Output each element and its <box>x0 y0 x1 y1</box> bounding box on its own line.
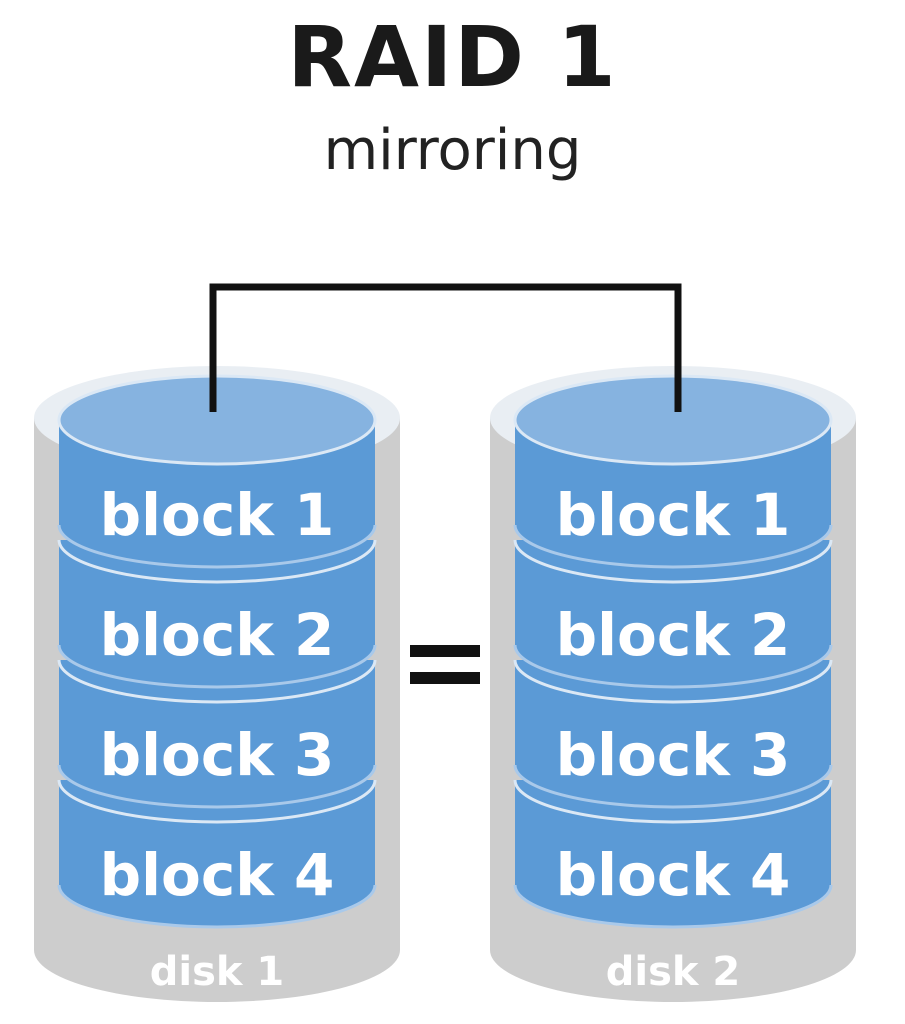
block-separator <box>513 659 833 704</box>
block-edge <box>57 644 377 689</box>
equals-bar <box>410 645 480 657</box>
disk-label: disk 1 <box>150 949 285 995</box>
block-separator <box>57 779 377 824</box>
disk-1: block 4 block 3 block 2 block 1 disk 1 <box>34 366 400 1002</box>
block-separator <box>57 539 377 584</box>
block-edge <box>57 884 377 929</box>
equals-sign <box>410 645 480 684</box>
block-label: block 4 <box>556 841 791 909</box>
block-edge <box>513 764 833 809</box>
block-label: block 3 <box>100 721 335 789</box>
disk-2: block 4 block 3 block 2 block 1 disk 2 <box>490 366 856 1002</box>
disk-top-cap <box>57 374 377 466</box>
block-separator <box>513 539 833 584</box>
block-label: block 2 <box>100 601 335 669</box>
diagram-subtitle: mirroring <box>323 118 582 183</box>
block-label: block 3 <box>556 721 791 789</box>
block-edge <box>513 644 833 689</box>
equals-bar <box>410 672 480 684</box>
block-label: block 1 <box>100 481 335 549</box>
block-label: block 1 <box>556 481 791 549</box>
block-separator <box>513 779 833 824</box>
block-label: block 4 <box>100 841 335 909</box>
block-edge <box>513 524 833 569</box>
block-edge <box>57 524 377 569</box>
diagram-title: RAID 1 <box>287 8 618 106</box>
block-label: block 2 <box>556 601 791 669</box>
block-separator <box>57 659 377 704</box>
disk-label: disk 2 <box>606 949 741 995</box>
block-edge <box>57 764 377 809</box>
disk-top-cap <box>513 374 833 466</box>
block-edge <box>513 884 833 929</box>
